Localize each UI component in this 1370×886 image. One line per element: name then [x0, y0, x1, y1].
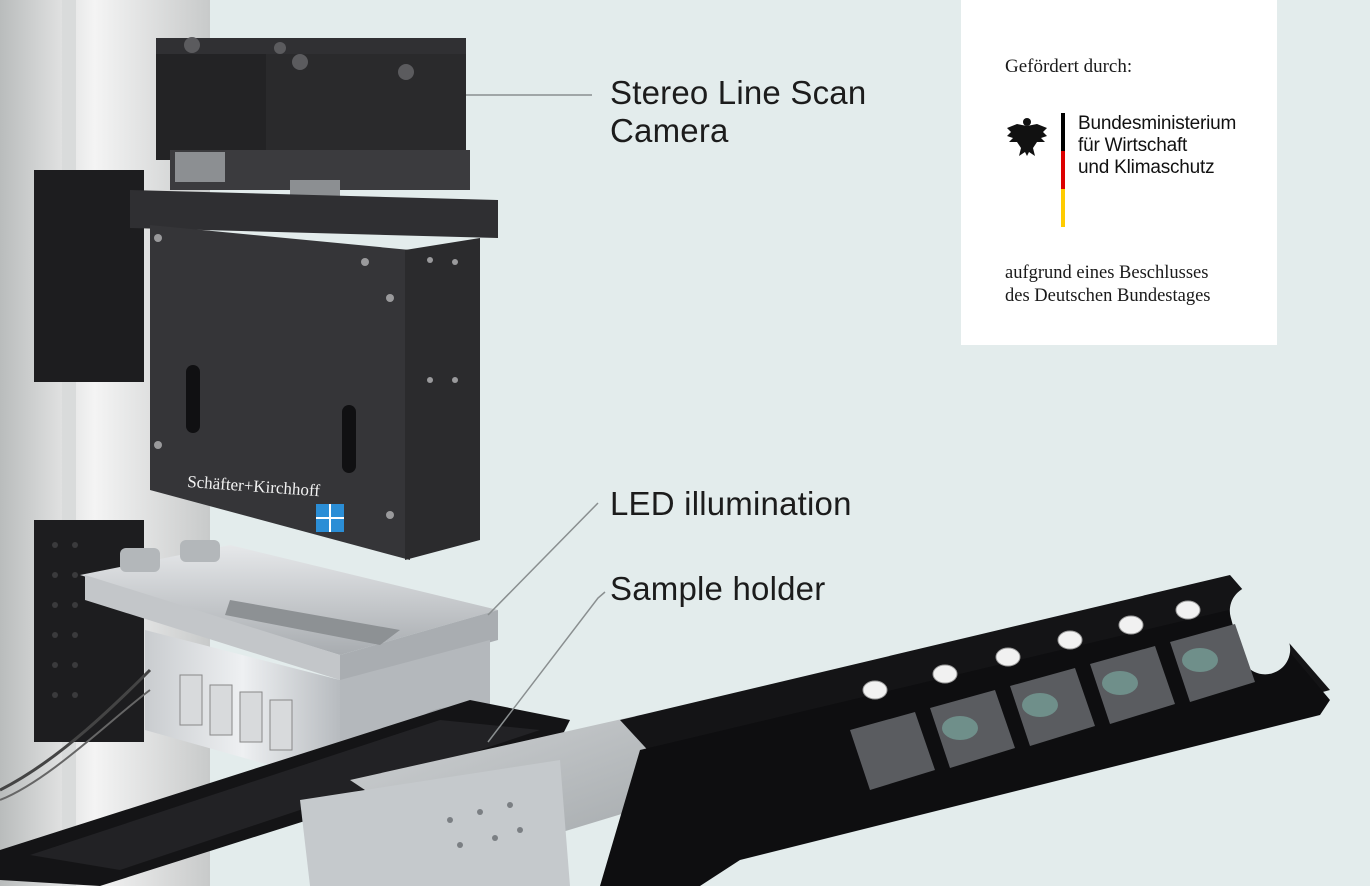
camera-housing	[130, 190, 498, 238]
callout-camera-line2: Camera	[610, 112, 729, 149]
callout-sample: Sample holder	[610, 570, 826, 607]
funding-header: Gefördert durch:	[1005, 56, 1133, 77]
flag-stripe-gold	[1061, 189, 1065, 227]
leader-line-led	[487, 502, 599, 616]
flag-stripe-red	[1061, 151, 1065, 189]
callout-led: LED illumination	[610, 485, 852, 522]
funding-footer-line1: aufgrund eines Beschlusses	[1005, 263, 1209, 283]
funding-footer-line2: des Deutschen Bundestages	[1005, 286, 1211, 306]
ministry-name: Bundesministerium für Wirtschaft und Kli…	[1078, 113, 1236, 179]
flag-stripes	[1061, 113, 1065, 227]
mount-block-upper	[34, 170, 144, 382]
ministry-line3: und Klimaschutz	[1078, 157, 1215, 178]
camera-head-left	[156, 45, 266, 160]
funding-notice: Gefördert durch: Bundesministerium für W…	[961, 0, 1277, 345]
leader-line-sample	[487, 591, 606, 743]
federal-eagle-icon	[1007, 118, 1047, 156]
callout-camera-line1: Stereo Line Scan	[610, 74, 867, 111]
sample-wells	[850, 624, 1255, 790]
ministry-line2: für Wirtschaft	[1078, 135, 1188, 156]
ministry-line1: Bundesministerium	[1078, 113, 1237, 134]
led-illumination	[80, 545, 498, 655]
flag-stripe-black	[1061, 113, 1065, 151]
callout-camera: Stereo Line Scan Camera	[610, 74, 866, 150]
